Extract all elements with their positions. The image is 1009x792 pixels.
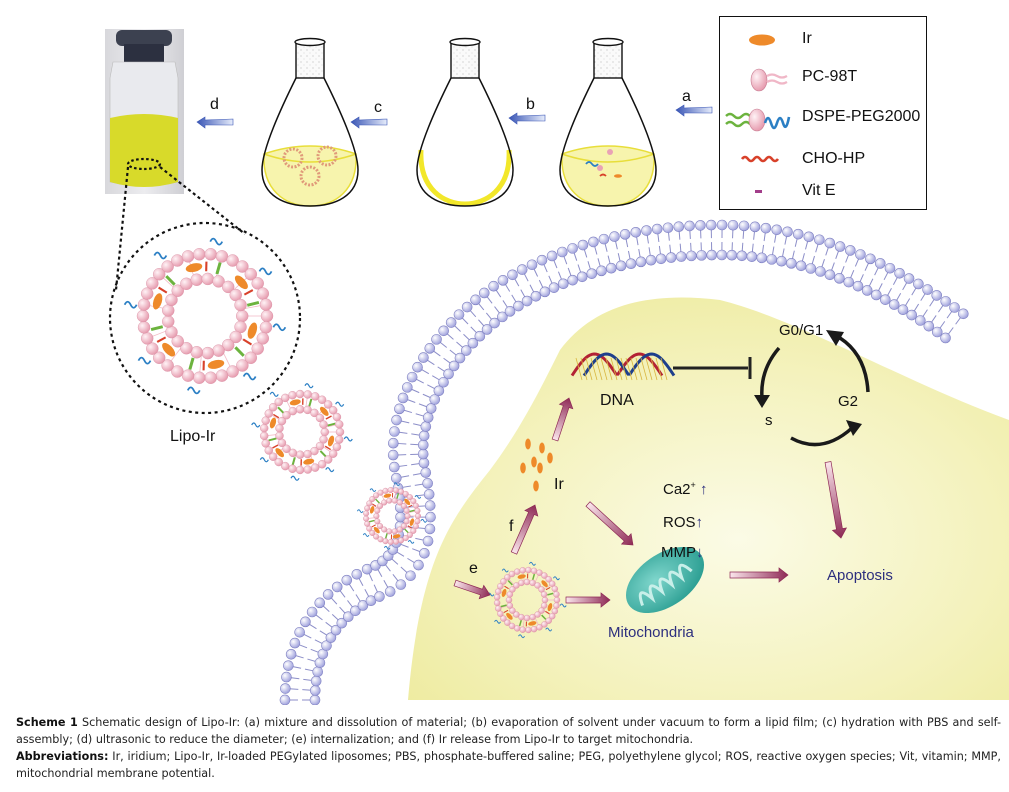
arrow-cycle-to-apoptosis bbox=[824, 461, 848, 539]
cell-cycle-arrows bbox=[760, 336, 870, 447]
scheme-caption: Scheme 1 Schematic design of Lipo-Ir: (a… bbox=[16, 714, 1001, 748]
down-arrow-icon: ↓ bbox=[696, 544, 704, 561]
abbreviations-title: Abbreviations: bbox=[16, 750, 109, 763]
pc98t-lipid-icon bbox=[750, 68, 788, 92]
dna-label: DNA bbox=[600, 392, 634, 409]
cell-membrane-bilayer bbox=[279, 219, 969, 706]
process-arrow-d bbox=[196, 116, 234, 129]
arrow-ir-to-dna bbox=[551, 397, 574, 442]
step-label-a: a bbox=[682, 88, 691, 105]
round-bottom-flask-2 bbox=[416, 37, 514, 207]
arrow-lipo-to-mito bbox=[565, 592, 611, 608]
abbreviations-text: Ir, iridium; Lipo-Ir, Ir-loaded PEGylate… bbox=[16, 750, 1001, 780]
vit-e-dash-icon bbox=[755, 190, 762, 193]
figure-caption: Scheme 1 Schematic design of Lipo-Ir: (a… bbox=[16, 714, 1001, 782]
scheme-figure: a b c d e f Lipo-Ir Ir DNA Mitochondria … bbox=[105, 16, 1009, 706]
effect-ca2: Ca2+ ↑ bbox=[663, 480, 708, 498]
cytoplasm-region bbox=[408, 297, 1009, 700]
process-arrow-b bbox=[508, 112, 546, 125]
cell-cycle-g0g1: G0/G1 bbox=[779, 322, 824, 339]
round-bottom-flask-3 bbox=[559, 37, 657, 207]
process-arrow-a bbox=[675, 104, 713, 117]
legend-box: Ir PC-98T DSPE-PEG2000 CHO-HP Vit E bbox=[719, 16, 927, 210]
legend-item-vit-e: Vit E bbox=[720, 177, 926, 207]
liposome-1 bbox=[251, 383, 353, 481]
ir-label: Ir bbox=[554, 476, 564, 493]
apoptosis-label: Apoptosis bbox=[827, 567, 893, 584]
liposome-zoomed bbox=[123, 237, 287, 395]
dna-helix-icon bbox=[570, 352, 676, 381]
liposome-internalized bbox=[487, 561, 567, 639]
legend-item-cho-hp: CHO-HP bbox=[720, 145, 926, 175]
step-label-e: e bbox=[469, 560, 478, 577]
effect-ros: ROS↑ bbox=[663, 514, 704, 531]
process-arrow-c bbox=[350, 116, 388, 129]
abbreviations: Abbreviations: Ir, iridium; Lipo-Ir, Ir-… bbox=[16, 748, 1001, 782]
arrow-e-internalization bbox=[453, 579, 491, 600]
vial-photo bbox=[105, 29, 184, 194]
ir-particles bbox=[520, 438, 553, 492]
mitochondrion-icon bbox=[625, 546, 705, 614]
cell-cycle-g2: G2 bbox=[838, 393, 859, 410]
step-label-b: b bbox=[526, 96, 535, 113]
dspe-peg-icon bbox=[725, 108, 791, 132]
cho-hp-wave-icon bbox=[740, 155, 780, 163]
arrow-f-release bbox=[510, 504, 539, 555]
arrow-ir-to-mito bbox=[585, 501, 634, 546]
legend-item-ir: Ir bbox=[720, 25, 926, 55]
arrow-mito-to-apoptosis bbox=[729, 567, 789, 583]
legend-item-dspe-peg: DSPE-PEG2000 bbox=[720, 103, 926, 133]
lipo-ir-label: Lipo-Ir bbox=[170, 428, 216, 445]
scheme-title: Scheme 1 bbox=[16, 716, 78, 729]
mitochondria-label: Mitochondria bbox=[608, 624, 694, 641]
cell-cycle-s: s bbox=[765, 412, 773, 429]
up-arrow-icon: ↑ bbox=[695, 514, 704, 531]
ir-ellipse-icon bbox=[749, 34, 775, 46]
up-arrow-icon: ↑ bbox=[699, 481, 708, 498]
zoom-circle bbox=[108, 221, 302, 415]
scheme-artwork bbox=[105, 29, 1009, 706]
step-label-c: c bbox=[374, 99, 382, 116]
round-bottom-flask-1 bbox=[261, 37, 359, 207]
liposome-2 bbox=[356, 482, 428, 550]
step-label-f: f bbox=[509, 518, 514, 535]
effect-mmp: MMP↓ bbox=[661, 544, 704, 561]
step-label-d: d bbox=[210, 96, 219, 113]
scheme-text: Schematic design of Lipo-Ir: (a) mixture… bbox=[16, 716, 1001, 746]
legend-item-pc98t: PC-98T bbox=[720, 63, 926, 93]
